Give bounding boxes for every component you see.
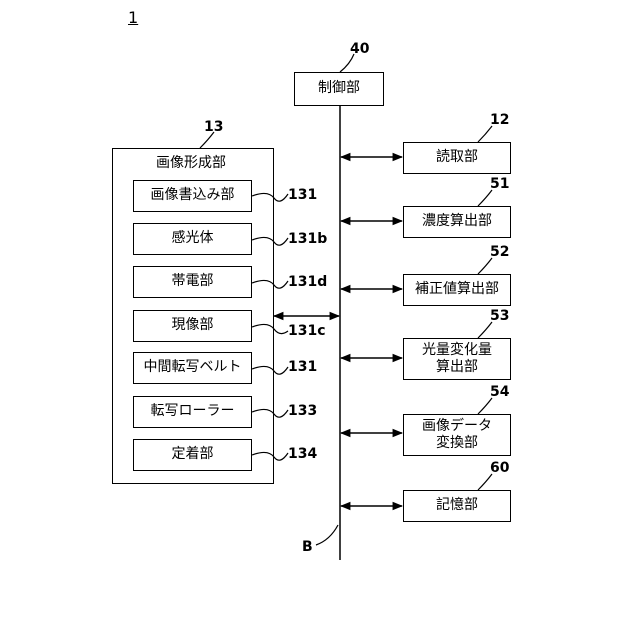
ref-reading-unit: 12 <box>490 113 509 127</box>
unit-label: 光量変化量 算出部 <box>422 342 492 377</box>
storage-unit: 記憶部 <box>403 490 511 522</box>
leader-ref-60 <box>478 474 492 490</box>
reading-unit: 読取部 <box>403 142 511 174</box>
unit-label: 補正値算出部 <box>415 281 499 299</box>
image-forming-item-developer: 現像部 <box>133 310 252 342</box>
ref-controller: 40 <box>350 42 369 56</box>
item-label: 定着部 <box>172 446 214 464</box>
unit-label: 濃度算出部 <box>422 213 492 231</box>
ref-photoconductor: 131b <box>288 232 327 246</box>
ref-charger: 131d <box>288 275 327 289</box>
image-forming-item-transfer-roller: 転写ローラー <box>133 396 252 428</box>
density-calc-unit: 濃度算出部 <box>403 206 511 238</box>
controller-box: 制御部 <box>294 72 384 106</box>
leader-ref-51 <box>478 190 492 206</box>
ref-image-data-convert: 54 <box>490 385 509 399</box>
image-forming-item-intermediate-belt: 中間転写ベルト <box>133 352 252 384</box>
image-forming-item-charger: 帯電部 <box>133 266 252 298</box>
ref-intermediate-belt: 131 <box>288 360 317 374</box>
item-label: 帯電部 <box>172 273 214 291</box>
item-label: 中間転写ベルト <box>144 359 242 377</box>
item-label: 現像部 <box>172 317 214 335</box>
ref-correction-calc: 52 <box>490 245 509 259</box>
bus-label-leader <box>316 525 338 545</box>
leader-ref-12 <box>478 126 492 142</box>
ref-light-change-calc: 53 <box>490 309 509 323</box>
ref-transfer-roller: 133 <box>288 404 317 418</box>
controller-label: 制御部 <box>318 80 360 98</box>
image-forming-item-image-writer: 画像書込み部 <box>133 180 252 212</box>
ref-storage: 60 <box>490 461 509 475</box>
item-label: 転写ローラー <box>151 403 235 421</box>
leader-ref-52 <box>478 258 492 274</box>
image-data-convert-unit: 画像データ 変換部 <box>403 414 511 456</box>
leader-ref-54 <box>478 398 492 414</box>
ref-image-writer: 131 <box>288 188 317 202</box>
image-forming-item-fixing: 定着部 <box>133 439 252 471</box>
image-forming-title: 画像形成部 <box>156 156 226 170</box>
ref-density-calc: 51 <box>490 177 509 191</box>
leader-ref-53 <box>478 322 492 338</box>
image-forming-item-photoconductor: 感光体 <box>133 223 252 255</box>
ref-developer: 131c <box>288 324 326 338</box>
correction-calc-unit: 補正値算出部 <box>403 274 511 306</box>
bus-label: B <box>302 540 313 554</box>
unit-label: 記憶部 <box>436 497 478 515</box>
unit-label: 画像データ 変換部 <box>422 418 492 453</box>
item-label: 画像書込み部 <box>151 187 235 205</box>
item-label: 感光体 <box>172 230 214 248</box>
light-change-calc-unit: 光量変化量 算出部 <box>403 338 511 380</box>
ref-fixing: 134 <box>288 447 317 461</box>
unit-label: 読取部 <box>436 149 478 167</box>
ref-image-forming: 13 <box>204 120 223 134</box>
